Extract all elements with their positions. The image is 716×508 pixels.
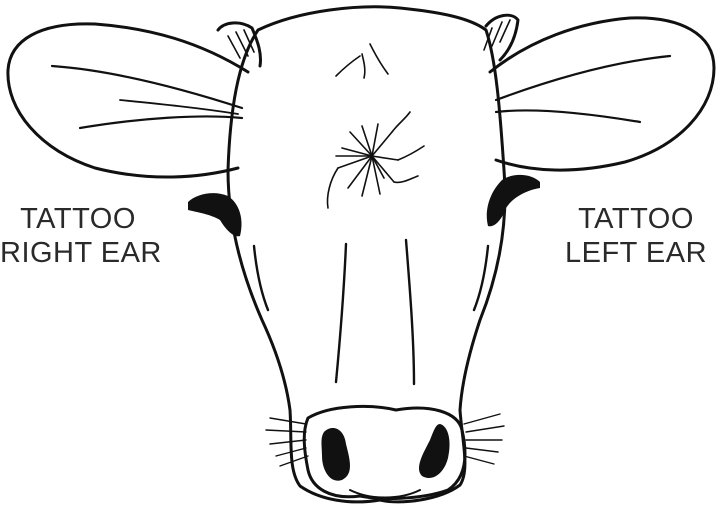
left-ear-tattoo-mark [487, 175, 540, 226]
left-nostril [419, 424, 450, 478]
forehead-hair [336, 44, 388, 78]
right-nostril [322, 428, 351, 481]
right-ear-vein-lower [80, 116, 242, 128]
left-ear-label: TATTOO LEFT EAR [560, 202, 712, 270]
left-ear-vein-lower [496, 110, 640, 122]
right-ear-label-line2: RIGHT EAR [0, 236, 156, 270]
right-ear-vein-upper [52, 66, 242, 108]
face-ridges [254, 240, 488, 384]
right-ear-tattoo-mark [188, 193, 242, 236]
left-ear-outline [490, 18, 714, 170]
right-ear-label: TATTOO RIGHT EAR [0, 202, 156, 270]
head-outline [228, 7, 505, 502]
forehead-whorl [327, 112, 424, 208]
right-ear-label-line1: TATTOO [0, 202, 156, 236]
left-ear-label-line1: TATTOO [560, 202, 712, 236]
whiskers [266, 414, 504, 466]
left-ear-vein-upper [496, 56, 670, 100]
left-ear-label-line2: LEFT EAR [560, 236, 712, 270]
